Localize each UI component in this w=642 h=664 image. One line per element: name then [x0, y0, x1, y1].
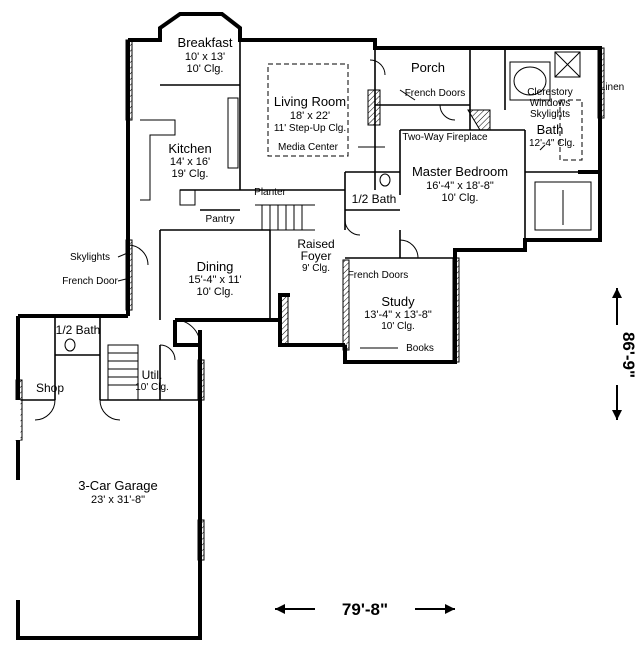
depth-dimension-label: 86'-9" [619, 332, 638, 378]
feature-labels: French Doors Clerestory Windows Skylight… [62, 82, 624, 354]
leader-lines [117, 89, 546, 349]
kitchen-size: 14' x 16' [170, 156, 210, 168]
garage-stairs [107, 344, 139, 401]
breakfast-ceiling: 10' Clg. [187, 63, 224, 75]
hatched-wall-segments [15, 39, 605, 561]
room-labels: Breakfast 10' x 13' 10' Clg. Living Room… [36, 35, 575, 506]
kitchen-name: Kitchen [168, 141, 211, 156]
french-doors-porch-label: French Doors [405, 88, 466, 99]
living-name: Living Room [274, 94, 346, 109]
shop-name: Shop [36, 381, 64, 395]
kitchen-ceiling: 19' Clg. [172, 168, 209, 180]
planter-label: Planter [254, 187, 286, 198]
half-bath-lower-name: 1/2 Bath [56, 323, 101, 337]
dining-ceiling: 10' Clg. [197, 286, 234, 298]
master-name: Master Bedroom [412, 164, 508, 179]
dining-size: 15'-4" x 11' [188, 274, 241, 286]
french-doors-study-label: French Doors [348, 270, 409, 281]
bath-name: Bath [537, 122, 564, 137]
skylights-left-label: Skylights [70, 252, 110, 263]
master-ceiling: 10' Clg. [442, 192, 479, 204]
foyer-name2: Foyer [301, 249, 332, 263]
study-name: Study [381, 294, 415, 309]
util-ceiling: 10' Clg. [135, 382, 169, 393]
garage-name: 3-Car Garage [78, 478, 157, 493]
foyer-ceiling: 9' Clg. [302, 263, 330, 274]
dining-name: Dining [197, 259, 234, 274]
french-door-left-label: French Door [62, 276, 118, 287]
porch-name: Porch [411, 60, 445, 75]
foyer-name: Raised [297, 237, 334, 251]
half-bath-upper-name: 1/2 Bath [352, 192, 397, 206]
util-name: Util. [142, 368, 163, 382]
linen-label: Linen [600, 82, 624, 93]
media-center-label: Media Center [278, 142, 339, 153]
breakfast-name: Breakfast [178, 35, 233, 50]
bath-ceiling: 12'-4" Clg. [529, 138, 575, 149]
breakfast-size: 10' x 13' [185, 51, 225, 63]
garage-size: 23' x 31'-8" [91, 494, 145, 506]
windows-label: Windows [530, 98, 571, 109]
master-size: 16'-4" x 18'-8" [426, 180, 494, 192]
living-size: 18' x 22' [290, 110, 330, 122]
two-way-fireplace-label: Two-Way Fireplace [402, 132, 488, 143]
interior-walls [18, 40, 600, 401]
clerestory-label: Clerestory [527, 87, 573, 98]
fixtures [34, 51, 592, 421]
width-dimension: 79'-8" [275, 600, 455, 619]
pantry-label: Pantry [206, 214, 235, 225]
study-ceiling: 10' Clg. [381, 321, 415, 332]
study-size: 13'-4" x 13'-8" [364, 309, 432, 321]
main-stairs [255, 204, 315, 231]
depth-dimension: 86'-9" [612, 288, 638, 420]
books-label: Books [406, 343, 434, 354]
width-dimension-label: 79'-8" [342, 600, 388, 619]
skylights-bath-label: Skylights [530, 109, 570, 120]
living-ceiling: 11' Step-Up Clg. [274, 123, 346, 134]
